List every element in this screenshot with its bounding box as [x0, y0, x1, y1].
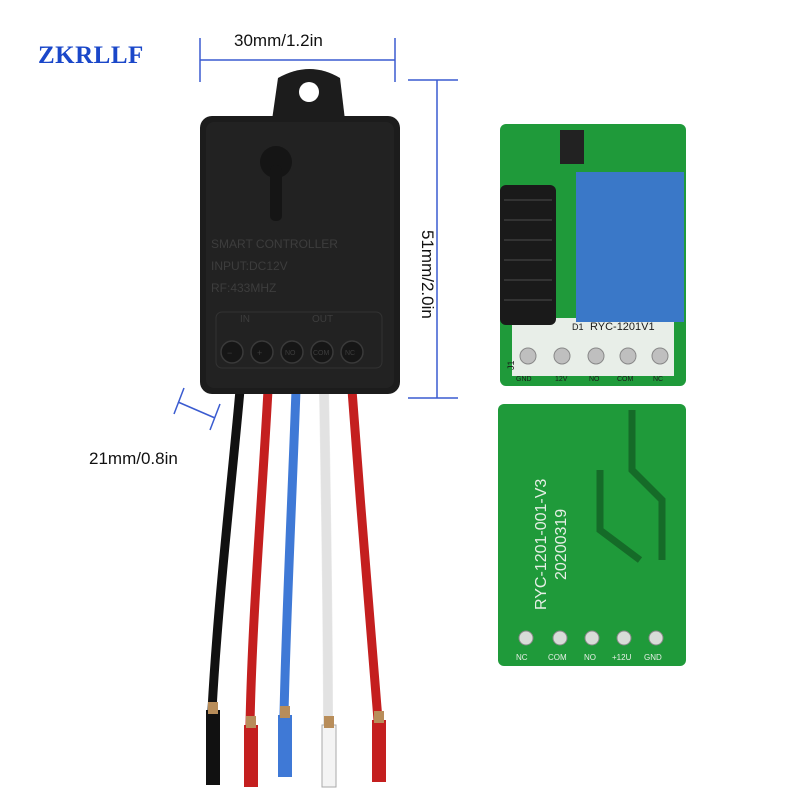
pcb-back-model: RYC-1201-001-V3 — [533, 479, 550, 610]
pcb-back-date: 20200319 — [553, 509, 570, 580]
controller-in-label: IN — [240, 314, 250, 325]
pcb-back-pin: NC — [516, 653, 528, 662]
controller-line3: RF:433MHZ — [211, 281, 276, 295]
terminal-label: − — [227, 348, 232, 358]
pcb-back-pin: NO — [584, 653, 596, 662]
wires — [207, 385, 383, 730]
controller-out-label: OUT — [312, 314, 333, 325]
depth-dimension-label: 21mm/0.8in — [89, 449, 178, 468]
wire-tips — [206, 702, 386, 788]
dimension-lines — [173, 38, 458, 431]
pcb-back-pin: +12U — [612, 653, 632, 662]
pcb-pin: NC — [653, 376, 663, 383]
controller-line1: SMART CONTROLLER — [211, 237, 338, 251]
terminal-label: NO — [285, 350, 296, 357]
pcb-front-model: RYC-1201V1 — [590, 321, 655, 333]
terminal-label: NC — [345, 350, 355, 357]
pcb-j-label: J1 — [506, 360, 516, 370]
pcb-back-text: RYC-1201-001-V3 20200319 NC COM NO +12U … — [516, 479, 662, 662]
terminal-label: + — [257, 348, 262, 358]
brand-logo: ZKRLLF — [38, 42, 144, 69]
pcb-pin: NO — [589, 376, 600, 383]
pcb-back-pin: GND — [644, 653, 662, 662]
pcb-pin: 12V — [555, 376, 568, 383]
pcb-back — [498, 404, 686, 666]
pcb-front — [500, 124, 686, 386]
width-dimension-label: 30mm/1.2in — [234, 31, 323, 50]
controller-line2: INPUT:DC12V — [211, 259, 288, 273]
controller-case — [200, 69, 400, 394]
terminal-label: COM — [313, 350, 330, 357]
controller-text: SMART CONTROLLER INPUT:DC12V RF:433MHZ I… — [211, 237, 355, 358]
pcb-pin: COM — [617, 376, 634, 383]
pcb-front-text: RYC-1201V1 GND 12V NO COM NC J1 D1 — [506, 321, 663, 383]
pcb-d-label: D1 — [572, 322, 584, 332]
pcb-pin: GND — [516, 376, 532, 383]
pcb-back-pin: COM — [548, 653, 567, 662]
